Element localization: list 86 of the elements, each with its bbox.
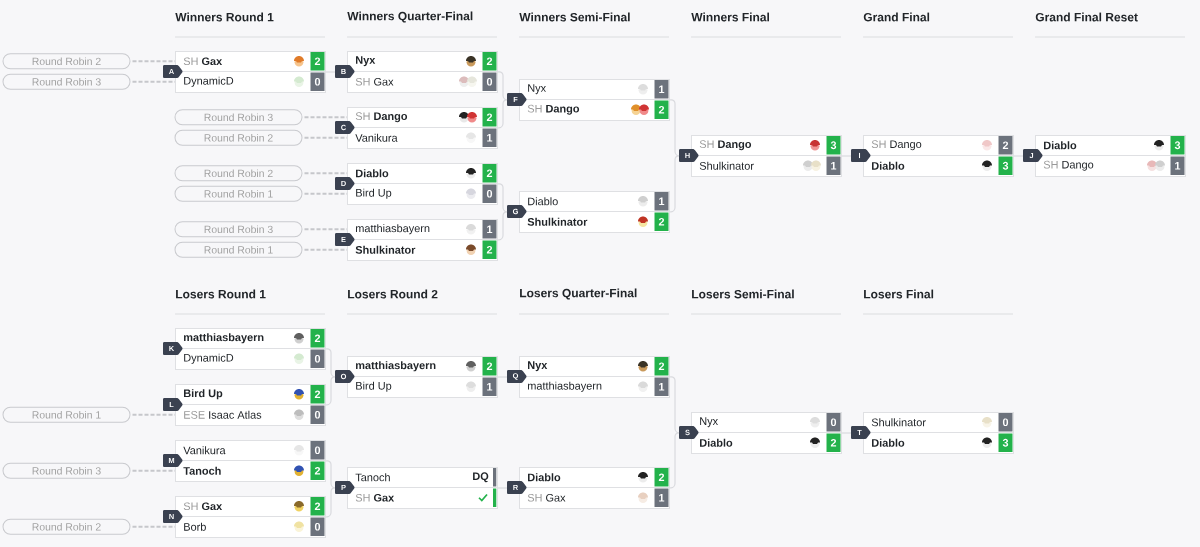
player-name: Nyx	[356, 56, 376, 67]
connector-line	[304, 172, 347, 175]
connector-line	[304, 192, 347, 195]
player-name: SH Gax	[183, 502, 223, 511]
column-heading: Winners Quarter-Final	[347, 11, 473, 23]
round-robin-pill: Round Robin 2	[2, 518, 131, 535]
connector-line	[325, 376, 336, 406]
player-name: Bird Up	[356, 188, 392, 199]
round-robin-pill: Round Robin 1	[2, 406, 131, 423]
player-name: SH Gax	[355, 77, 394, 86]
connector-line	[497, 71, 508, 101]
connector-line	[132, 469, 175, 472]
connector-line	[304, 116, 347, 119]
player-name: Bird Up	[356, 381, 392, 392]
column-heading: Losers Final	[864, 289, 934, 299]
player-name: matthiasbayern	[528, 381, 602, 392]
player-name: Diablo	[528, 197, 558, 206]
player-name: Tanoch	[183, 466, 221, 475]
player-name: Shulkinator	[699, 161, 754, 170]
player-name: Nyx	[528, 84, 546, 95]
round-robin-pill: Round Robin 3	[2, 462, 131, 479]
player-name: matthiasbayern	[356, 224, 430, 235]
player-name: SH Gax	[355, 493, 395, 502]
connector-line	[669, 432, 680, 489]
player-name: Shulkinator	[355, 245, 416, 254]
player-name: Shulkinator	[871, 418, 926, 427]
player-name: Shulkinator	[527, 217, 588, 226]
connector-line	[304, 228, 347, 231]
player-name: Nyx	[700, 417, 718, 428]
connector-line	[669, 155, 680, 213]
connector-line	[132, 60, 175, 63]
column-heading: Losers Round 2	[348, 289, 438, 299]
player-name: Diablo	[700, 438, 733, 447]
round-robin-pill: Round Robin 1	[174, 241, 303, 258]
connector-line	[669, 376, 680, 434]
player-name: SH Dango	[1043, 160, 1094, 171]
round-robin-pill: Round Robin 2	[174, 165, 303, 182]
connector-line	[669, 99, 680, 157]
player-name: Vanikura	[183, 446, 226, 455]
column-heading: Grand Final	[863, 12, 930, 22]
connector-line	[304, 136, 347, 139]
column-heading: Grand Final Reset	[1035, 12, 1138, 22]
player-name: matthiasbayern	[184, 333, 264, 344]
round-robin-pill: Round Robin 2	[174, 129, 303, 146]
connector-line	[132, 80, 175, 83]
column-heading: Winners Final	[691, 12, 769, 22]
player-name: Borb	[184, 522, 206, 531]
connector-line	[325, 487, 336, 518]
round-robin-pill: Round Robin 2	[2, 53, 131, 70]
round-robin-pill: Round Robin 1	[174, 185, 303, 202]
player-name: Diablo	[356, 169, 389, 178]
connector-line	[325, 460, 336, 489]
column-heading: Losers Round 1	[176, 289, 266, 299]
connector-line	[497, 99, 508, 129]
round-robin-pill: Round Robin 3	[174, 109, 303, 126]
player-name: SH Gax	[527, 493, 566, 502]
player-name: Diablo	[528, 473, 561, 482]
column-heading: Losers Semi-Final	[692, 289, 794, 299]
score-text: DQ	[473, 472, 489, 483]
connector-line	[132, 413, 175, 416]
player-name: Diablo	[872, 161, 905, 170]
column-heading: Winners Semi-Final	[519, 12, 630, 22]
player-name: SH Dango	[527, 104, 580, 115]
player-name: Bird Up	[184, 389, 223, 400]
player-name: SH Gax	[183, 57, 223, 66]
column-heading: Losers Quarter-Final	[520, 288, 637, 300]
player-name: Vanikura	[355, 133, 398, 142]
connector-line	[304, 248, 347, 251]
player-name: DynamicD	[184, 353, 234, 364]
player-name: matthiasbayern	[356, 361, 436, 372]
connector-line	[497, 183, 508, 213]
player-name: Tanoch	[355, 473, 390, 482]
connector-line	[497, 211, 508, 241]
player-name: SH Dango	[699, 140, 752, 151]
player-name: DynamicD	[184, 76, 234, 87]
round-robin-pill: Round Robin 3	[174, 221, 303, 238]
player-name: Diablo	[1044, 141, 1077, 150]
player-name: SH Dango	[871, 140, 922, 151]
player-name: Nyx	[528, 361, 548, 372]
player-name: ESE Isaac Atlas	[184, 410, 262, 419]
column-heading: Winners Round 1	[175, 12, 274, 22]
player-name: Diablo	[872, 438, 905, 447]
connector-line	[132, 525, 175, 528]
round-robin-pill: Round Robin 3	[2, 73, 131, 90]
player-name: SH Dango	[355, 112, 408, 123]
connector-line	[325, 348, 336, 378]
